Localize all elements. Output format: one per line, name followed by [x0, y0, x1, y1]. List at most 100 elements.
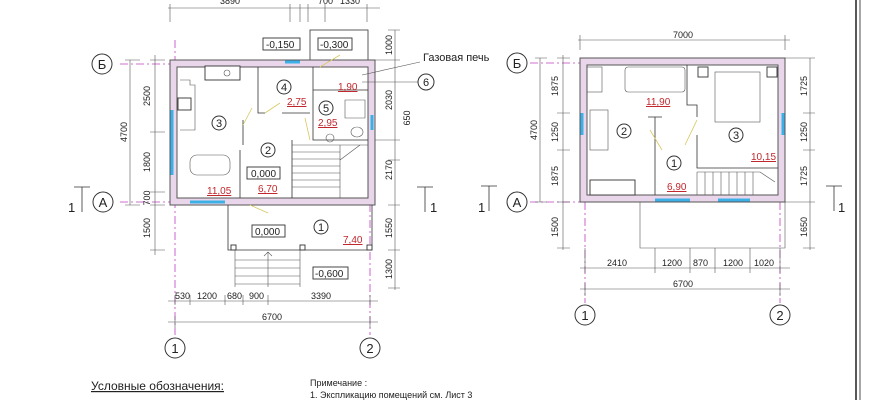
dim-label: 680: [227, 291, 242, 301]
ground-floor-plan: 3890 700 1330 2500 1800 700 1500 4700 10…: [68, 0, 490, 359]
dimension-line: [578, 35, 790, 50]
room-5: 5 2,95: [318, 100, 338, 129]
axis-label: 2: [776, 308, 783, 323]
dimension-line: [580, 248, 790, 296]
section-label: 1: [478, 200, 485, 215]
dim-label: 1200: [662, 258, 682, 268]
level-mark: [317, 37, 353, 51]
room-area: 11,90: [646, 97, 671, 108]
room-2: 2 11,90: [616, 97, 671, 139]
dim-label: 1875: [550, 76, 560, 96]
level-mark: [312, 266, 349, 280]
partitions: [648, 65, 778, 195]
level-label: 0,000: [255, 227, 280, 238]
shower-icon: [344, 99, 366, 119]
dim-label: 1200: [723, 258, 743, 268]
post-icon: [299, 244, 306, 251]
dim-label: 1250: [799, 122, 809, 142]
dim-label: 1800: [142, 152, 152, 172]
callout-leader: [361, 61, 421, 76]
room-number: 1: [671, 158, 677, 170]
dim-label: 2030: [384, 90, 394, 110]
axis-label: 1: [171, 341, 178, 356]
door-swings: [649, 119, 698, 151]
dim-label: 7000: [673, 30, 693, 40]
sofa-icon: [589, 109, 609, 151]
dimension-line: [168, 4, 380, 22]
axis-bubble-2: [359, 337, 381, 359]
dim-label: 1550: [384, 218, 394, 238]
dimension-line: [125, 55, 165, 255]
axis-label: 2: [366, 341, 373, 356]
dim-label: 1020: [754, 258, 774, 268]
dim-label: 1725: [799, 166, 809, 186]
room-3: 3 11,05: [207, 115, 232, 197]
room-number: 2: [621, 126, 627, 138]
dining-table-icon: [189, 154, 231, 176]
section-mark: [417, 186, 433, 212]
dim-label: 2500: [142, 86, 152, 106]
dimension-line: [375, 29, 400, 290]
section-label: 1: [68, 200, 75, 215]
dim-label: 4700: [529, 120, 539, 140]
room-number: 6: [423, 77, 429, 89]
room-number: 4: [281, 82, 287, 94]
interior-stairs: [292, 144, 368, 198]
dim-label: 1650: [799, 217, 809, 237]
kitchen-counter: [180, 79, 196, 131]
gas-stove-callout: Газовая печь: [423, 52, 490, 64]
dim-label: 2410: [607, 258, 627, 268]
partitions: [239, 67, 368, 198]
section-label: 1: [838, 200, 845, 215]
dim-label: 1250: [550, 122, 560, 142]
level-mark: [246, 166, 281, 180]
room-1: 1 6,90: [666, 155, 687, 193]
stove-icon: [177, 97, 192, 111]
section-label: 1: [430, 200, 437, 215]
dim-label: 3890: [220, 0, 240, 6]
room-number: 1: [318, 222, 324, 234]
axis-bubble-a: [92, 191, 114, 213]
room-area: 11,05: [207, 186, 232, 197]
dim-label: 3390: [311, 291, 331, 301]
room-number: 3: [216, 118, 222, 130]
level-label: 0,000: [251, 169, 276, 180]
dimension-line: [168, 295, 378, 328]
dim-label: 530: [175, 291, 190, 301]
room-area: 6,90: [667, 182, 687, 193]
axis-bubble-b: [506, 52, 528, 74]
exterior-walls: [169, 59, 376, 206]
dim-label: 1000: [384, 35, 394, 55]
dim-label: 700: [142, 190, 152, 205]
level-label: -0,300: [320, 40, 349, 51]
dim-label: 4700: [119, 122, 129, 142]
post-icon: [366, 244, 373, 251]
room-area: 7,40: [343, 235, 363, 246]
upper-floor-plan: 7000 1875 1250 1875 1500 4700 1725 1250 …: [478, 30, 845, 326]
level-label: -0,600: [315, 269, 344, 280]
axis-label: 1: [581, 308, 588, 323]
room-area: 2,75: [287, 97, 307, 108]
cabinet-icon: [586, 66, 603, 93]
nightstand-icon: [766, 66, 778, 78]
legend-title: Условные обозначения:: [91, 379, 224, 393]
note-line: 1. Экспликацию помещений см. Лист 3: [310, 390, 472, 400]
dim-label: 1200: [197, 291, 217, 301]
interior-stairs: [696, 171, 776, 195]
dimension-line: [535, 55, 570, 250]
dim-label: 1330: [340, 0, 360, 6]
axis-bubble-b: [91, 53, 113, 75]
desk-icon: [589, 179, 636, 196]
room-6: 1,90 6: [338, 73, 435, 93]
balcony-outline: [639, 202, 786, 249]
room-area: 2,95: [318, 118, 338, 129]
section-mark: [826, 185, 842, 211]
level-label: -0,150: [266, 40, 295, 51]
room-number: 5: [323, 103, 329, 115]
nightstand-icon: [697, 66, 709, 78]
dim-label: 700: [318, 0, 333, 6]
level-mark: [262, 37, 301, 51]
axis-bubble-2: [769, 304, 791, 326]
axis-bubble-1: [164, 337, 186, 359]
